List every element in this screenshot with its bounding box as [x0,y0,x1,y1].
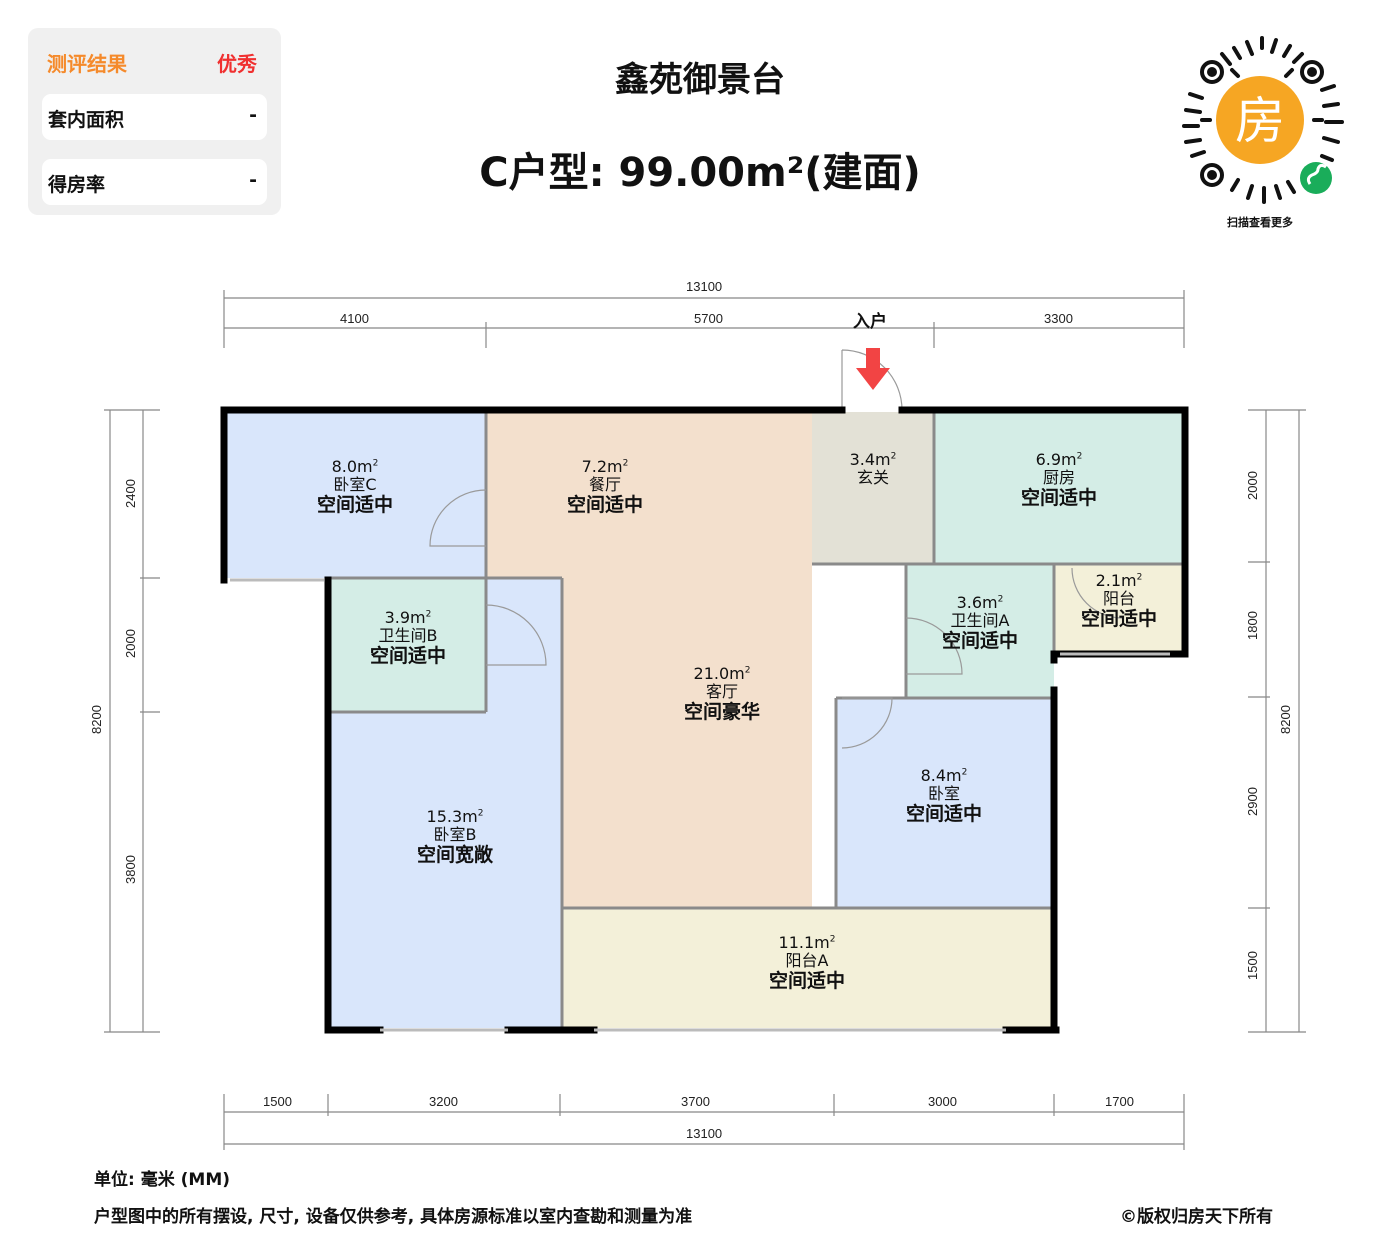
inner-area-label: 套内面积 [48,109,125,131]
room-desc: 空间适中 [1080,607,1157,630]
dim-bottom-total: 13100 [686,1126,723,1141]
inner-area-row: 套内面积 - [42,94,267,140]
dim-bottom-seg-1: 1500 [263,1094,292,1109]
dim-left-seg-1: 2400 [122,479,138,508]
dim-left-total: 8200 [88,705,104,734]
room-balcony[interactable]: 2.1m2 阳台 空间适中 [1059,571,1179,631]
room-bedroom[interactable]: 8.4m2 卧室 空间适中 [884,766,1004,826]
dim-right-seg-4: 1500 [1244,951,1260,980]
project-title: 鑫苑御景台 [615,60,785,100]
evaluation-result: 优秀 [217,52,257,76]
room-bathroom-a[interactable]: 3.6m2 卫生间A 空间适中 [920,593,1040,653]
usage-rate-value: - [249,169,257,191]
room-bathroom-b[interactable]: 3.9m2 卫生间B 空间适中 [348,608,468,668]
room-desc: 空间适中 [316,493,393,516]
dim-left-seg-2: 2000 [122,629,138,658]
qr-pattern-icon: 房 [1182,36,1344,204]
dim-bottom-seg-2: 3200 [429,1094,458,1109]
room-kitchen[interactable]: 6.9m2 厨房 空间适中 [999,450,1119,510]
room-name: 玄关 [856,468,889,488]
qr-code[interactable]: 房 [1172,30,1352,210]
room-area: 3.6m [956,593,998,612]
svg-text:房: 房 [1235,92,1285,150]
room-name: 卫生间B [378,626,438,646]
entry-label: 入户 [853,312,887,332]
room-name: 卧室 [927,784,960,804]
usage-rate-label: 得房率 [48,174,106,196]
evaluation-panel: 测评结果 优秀 套内面积 - 得房率 - [28,28,281,215]
room-name: 卫生间A [950,611,1010,631]
room-name: 厨房 [1042,468,1075,488]
room-desc: 空间适中 [941,629,1018,652]
dim-bottom-seg-5: 1700 [1105,1094,1134,1109]
dim-right-seg-3: 2900 [1244,787,1260,816]
room-area: 8.0m [331,457,373,476]
room-living[interactable]: 21.0m2 客厅 空间豪华 [662,664,782,724]
room-area: 2.1m [1095,571,1137,590]
room-area: 7.2m [581,457,623,476]
room-area: 6.9m [1035,450,1077,469]
dim-top-total: 13100 [686,279,723,294]
room-name: 客厅 [705,682,738,702]
room-desc: 空间宽敞 [416,843,493,866]
usage-rate-row: 得房率 - [42,159,267,205]
room-foyer[interactable]: 3.4m2 玄关 [823,450,923,488]
qr-caption: 扫描查看更多 [1227,216,1293,229]
room-balcony-a[interactable]: 11.1m2 阳台A 空间适中 [747,933,867,993]
room-name: 阳台 [1102,589,1135,609]
room-name: 阳台A [785,951,829,971]
room-area: 8.4m [920,766,962,785]
evaluation-label: 测评结果 [47,52,127,76]
room-dining[interactable]: 7.2m2 餐厅 空间适中 [545,457,665,517]
dim-top-seg-2: 5700 [694,311,723,326]
disclaimer: 户型图中的所有摆设, 尺寸, 设备仅供参考, 具体房源标准以室内查勘和测量为准 [94,1207,693,1227]
dim-right-seg-2: 1800 [1244,611,1260,640]
room-desc: 空间豪华 [683,700,760,723]
room-bedroom-c[interactable]: 8.0m2 卧室C 空间适中 [295,457,415,517]
room-name: 餐厅 [588,475,621,495]
dim-top-seg-1: 4100 [340,311,369,326]
dim-bottom-seg-3: 3700 [681,1094,710,1109]
room-desc: 空间适中 [369,644,446,667]
room-area: 15.3m [426,807,478,826]
dim-right-seg-1: 2000 [1244,471,1260,500]
room-area: 3.9m [384,608,426,627]
inner-area-value: - [249,104,257,126]
dim-top-seg-3: 3300 [1044,311,1073,326]
room-desc: 空间适中 [905,802,982,825]
dim-bottom-seg-4: 3000 [928,1094,957,1109]
unit-type-title: C户型: 99.00m²(建面) [479,150,921,196]
room-desc: 空间适中 [1020,486,1097,509]
room-area: 21.0m [693,664,745,683]
copyright: ©版权归房天下所有 [1120,1207,1273,1227]
room-desc: 空间适中 [566,493,643,516]
room-bedroom-b[interactable]: 15.3m2 卧室B 空间宽敞 [395,807,515,867]
evaluation-header: 测评结果 优秀 [47,48,257,78]
unit-note: 单位: 毫米 (MM) [94,1170,231,1190]
room-desc: 空间适中 [768,969,845,992]
room-area: 3.4m [849,450,891,469]
room-name: 卧室C [333,475,377,495]
room-area: 11.1m [778,933,830,952]
dim-right-total: 8200 [1277,705,1293,734]
dim-left-seg-3: 3800 [122,855,138,884]
room-name: 卧室B [433,825,477,845]
